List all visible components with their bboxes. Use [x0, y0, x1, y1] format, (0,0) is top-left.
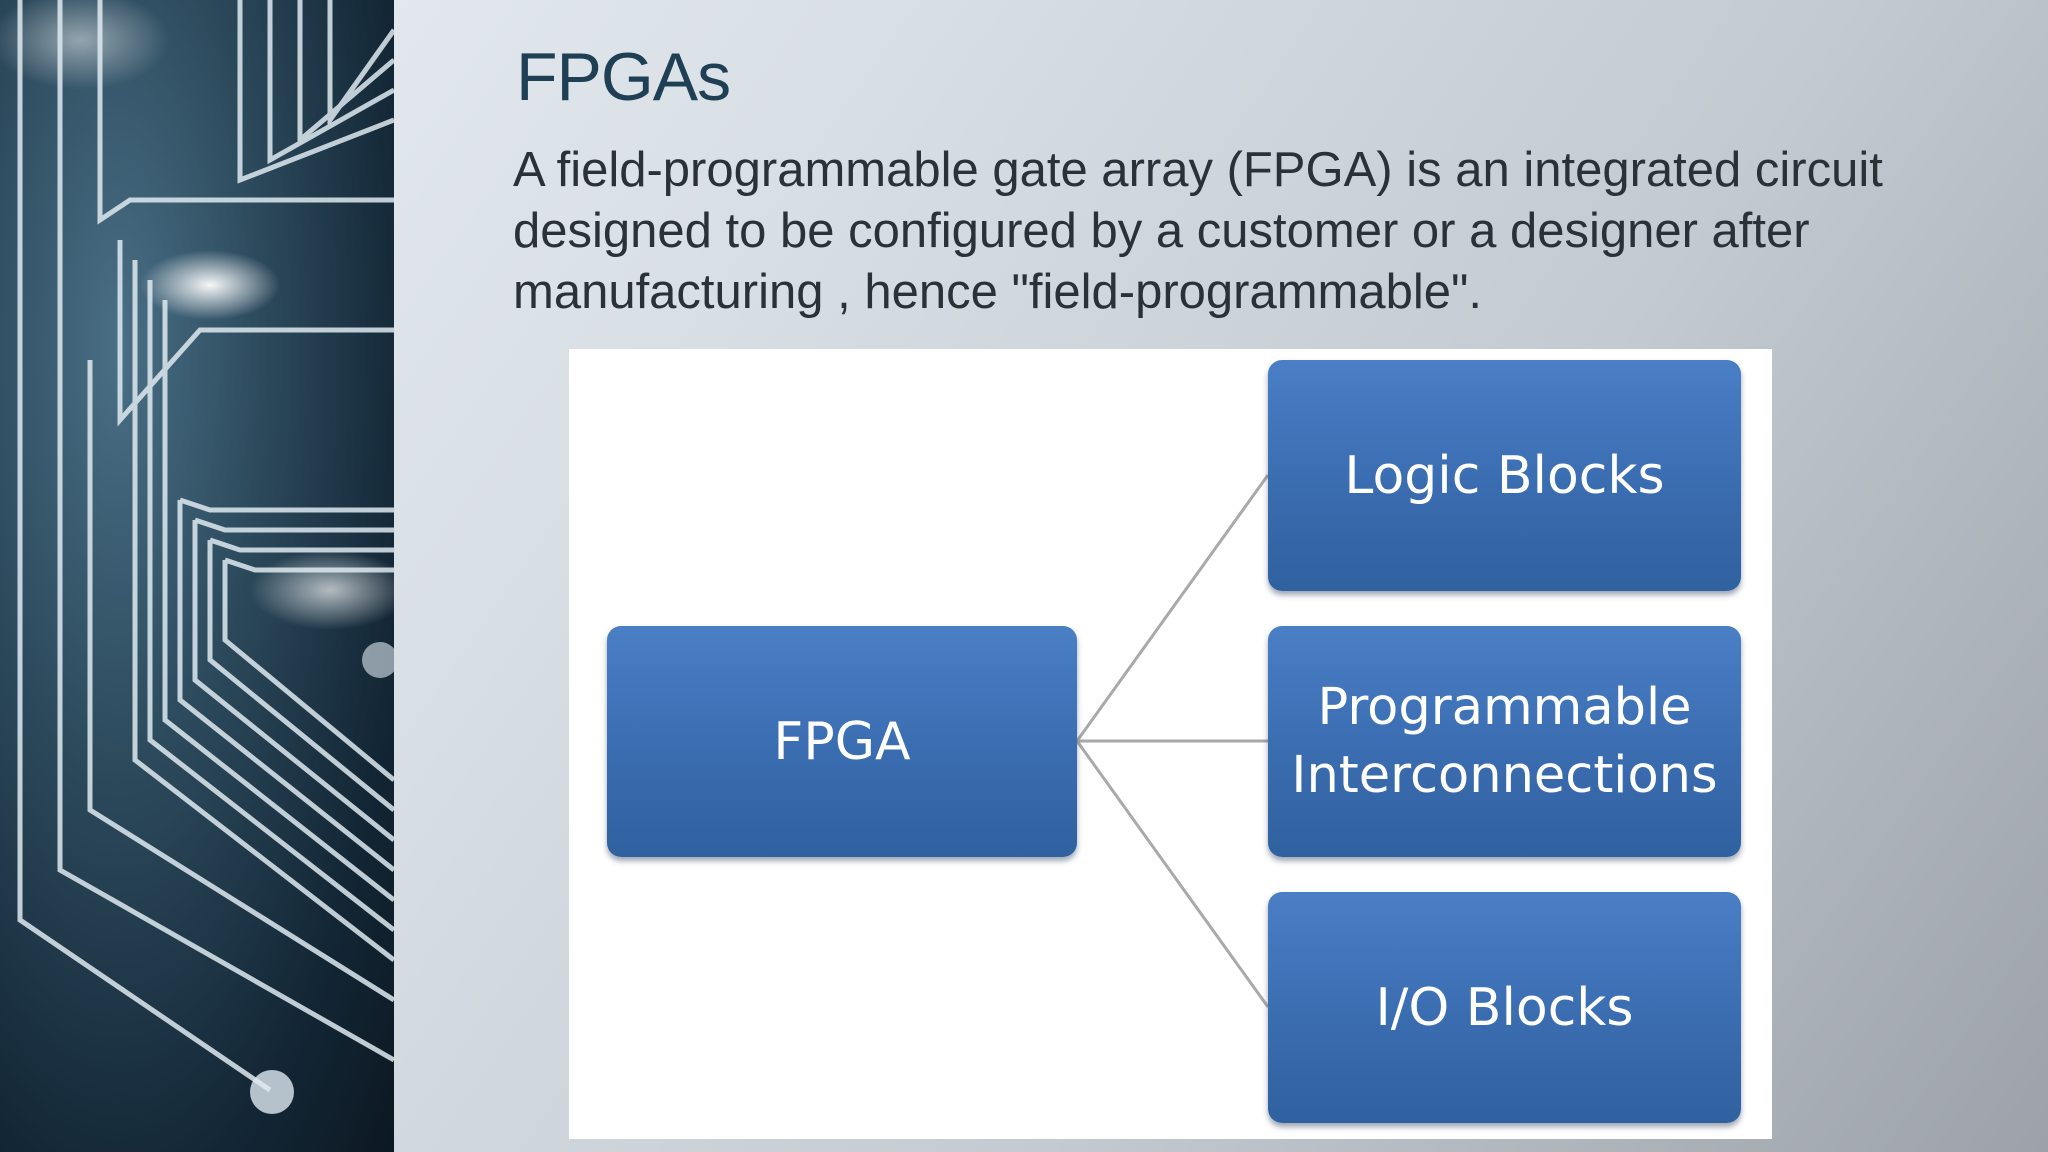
connector-logic-blocks	[1075, 474, 1270, 742]
circuit-board-image	[0, 0, 394, 1152]
node-fpga-label: FPGA	[773, 711, 911, 772]
node-programmable-interconnections-label: Programmable Interconnections	[1291, 677, 1718, 805]
connector-io-blocks	[1075, 740, 1270, 1008]
node-programmable-interconnections: Programmable Interconnections	[1268, 626, 1741, 857]
node-io-blocks: I/O Blocks	[1268, 892, 1741, 1123]
node-logic-blocks: Logic Blocks	[1268, 360, 1741, 591]
body-paragraph: A field-programmable gate array (FPGA) i…	[513, 143, 1883, 319]
node-logic-blocks-label: Logic Blocks	[1344, 445, 1665, 506]
diagram-connectors	[1075, 474, 1270, 1008]
node-fpga: FPGA	[607, 626, 1077, 857]
fpga-diagram: FPGA Logic Blocks Programmable Interconn…	[569, 349, 1772, 1139]
slide-title: FPGAs	[516, 39, 731, 115]
node-io-blocks-label: I/O Blocks	[1375, 977, 1634, 1038]
circuit-traces-graphic	[0, 0, 394, 1114]
